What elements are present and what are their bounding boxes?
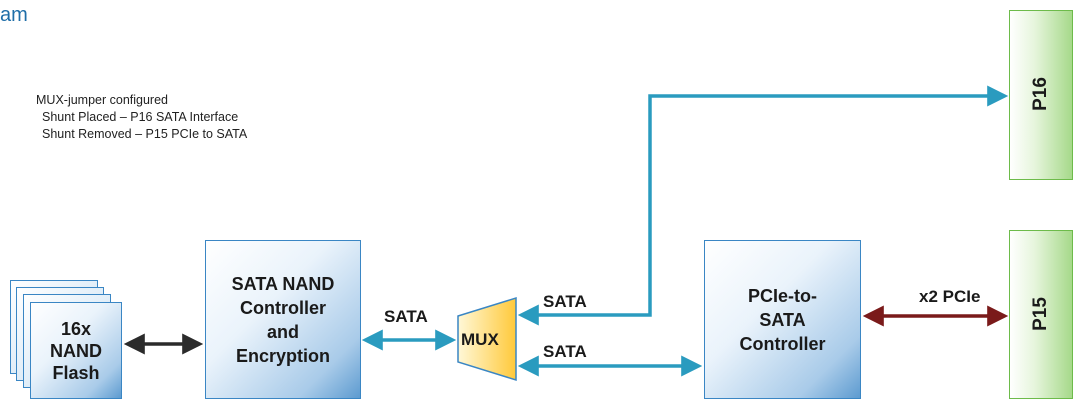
note-line-3: Shunt Removed – P15 PCIe to SATA [42, 127, 248, 141]
diagram-title-fragment: am [0, 4, 28, 26]
port-p15-block [1009, 230, 1073, 399]
sata-label-controller-mux: SATA [384, 307, 428, 326]
sata-nand-controller-block: SATA NAND Controller and Encryption [205, 240, 361, 399]
nand-flash-label: 16x NAND Flash [50, 318, 102, 383]
mux-to-p16-link [517, 85, 1009, 326]
port-p16-block [1009, 10, 1073, 180]
mux-jumper-note: MUX-jumper configured Shunt Placed – P16… [36, 92, 247, 143]
sata-label-mux-lower: SATA [543, 342, 587, 361]
mux-block [457, 296, 517, 382]
sata-label-mux-upper: SATA [543, 292, 587, 311]
note-line-2: Shunt Placed – P16 SATA Interface [42, 110, 239, 124]
pcie-link-label: x2 PCIe [919, 287, 981, 306]
mux-label: MUX [461, 330, 499, 349]
note-line-1: MUX-jumper configured [36, 93, 168, 107]
nand-flash-block: 16x NAND Flash [30, 302, 122, 399]
sata-nand-controller-label: SATA NAND Controller and Encryption [231, 273, 335, 366]
